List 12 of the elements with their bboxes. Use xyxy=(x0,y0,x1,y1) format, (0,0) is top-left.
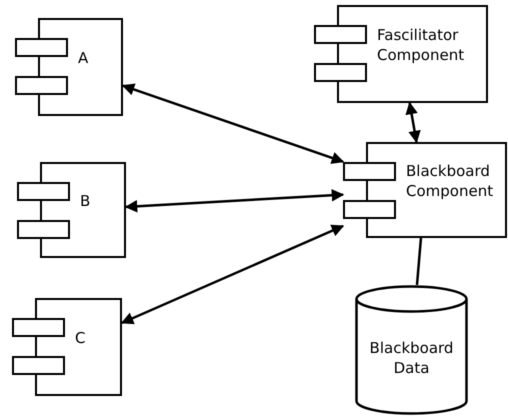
connector-line xyxy=(416,238,422,286)
double-arrow xyxy=(122,83,344,164)
component-label: A xyxy=(78,48,88,68)
component-label: Fascilitator Component xyxy=(377,25,466,65)
component-label: B xyxy=(80,191,90,211)
component-label: C xyxy=(75,328,86,348)
data-store-cylinder xyxy=(355,285,468,415)
double-arrow xyxy=(120,224,344,324)
double-arrow xyxy=(405,102,421,144)
double-arrow xyxy=(124,189,344,213)
component-label: Blackboard Data xyxy=(368,338,454,378)
component-label: Blackboard Component xyxy=(406,161,494,201)
